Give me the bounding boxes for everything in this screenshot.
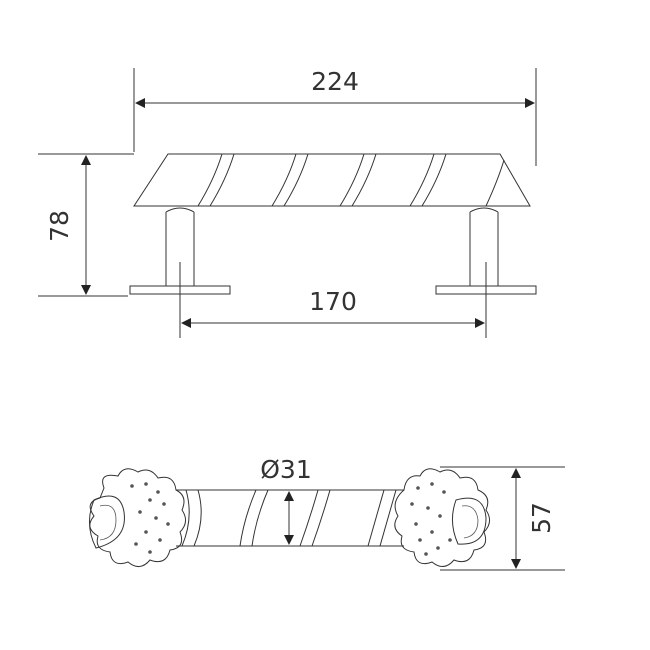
dimension-leg-spacing: 170 bbox=[181, 287, 485, 328]
dimension-height: 78 bbox=[45, 155, 91, 295]
handle-tube-top bbox=[176, 489, 404, 547]
dimension-label-diameter: Ø31 bbox=[260, 455, 312, 484]
dimension-label-57: 57 bbox=[527, 502, 556, 534]
right-base-plate bbox=[394, 468, 490, 567]
top-view: Ø31 57 bbox=[89, 455, 565, 571]
dimension-label-170: 170 bbox=[309, 287, 357, 316]
dimension-tube-diameter: Ø31 bbox=[260, 455, 312, 545]
handle-bar-side bbox=[133, 153, 531, 207]
dimension-overall-length: 224 bbox=[135, 67, 535, 108]
dimension-label-224: 224 bbox=[311, 67, 359, 96]
bolt-dots bbox=[130, 482, 452, 556]
left-base-plate bbox=[89, 468, 186, 567]
dimension-base-width: 57 bbox=[511, 468, 556, 569]
dimension-label-78: 78 bbox=[45, 210, 74, 242]
side-view: 224 78 170 bbox=[38, 67, 537, 338]
